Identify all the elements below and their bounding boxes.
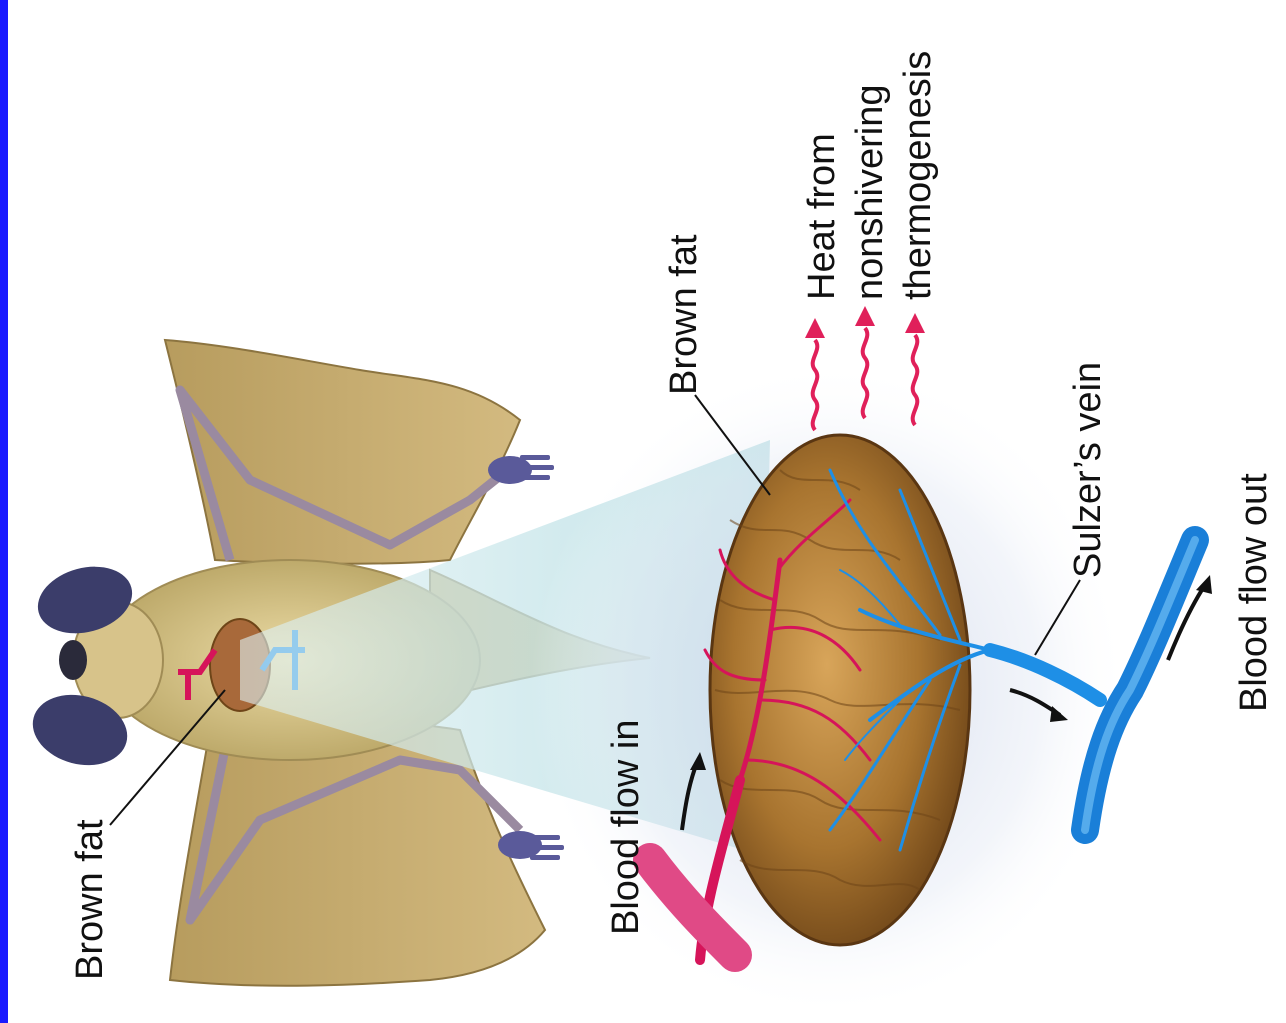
- label-heat-line2: nonshivering: [848, 85, 892, 300]
- heat-arrowhead-3: [905, 313, 925, 333]
- bat-foot-top: [488, 455, 554, 484]
- label-blood-flow-in: Blood flow in: [604, 720, 648, 935]
- bat-nose: [59, 640, 87, 680]
- label-detail-brown-fat: Brown fat: [662, 234, 706, 395]
- heat-arrowhead-2: [855, 306, 875, 326]
- label-bat-brown-fat: Brown fat: [68, 819, 112, 980]
- label-heat-line3: thermogenesis: [896, 51, 940, 300]
- bat-foot-bottom: [498, 831, 564, 860]
- label-heat-line1: Heat from: [800, 133, 844, 300]
- label-sulzers-vein: Sulzer’s vein: [1066, 362, 1110, 578]
- heat-arrowhead-1: [805, 318, 825, 338]
- blood-out-arrowhead: [1196, 575, 1212, 594]
- label-blood-flow-out: Blood flow out: [1232, 473, 1276, 712]
